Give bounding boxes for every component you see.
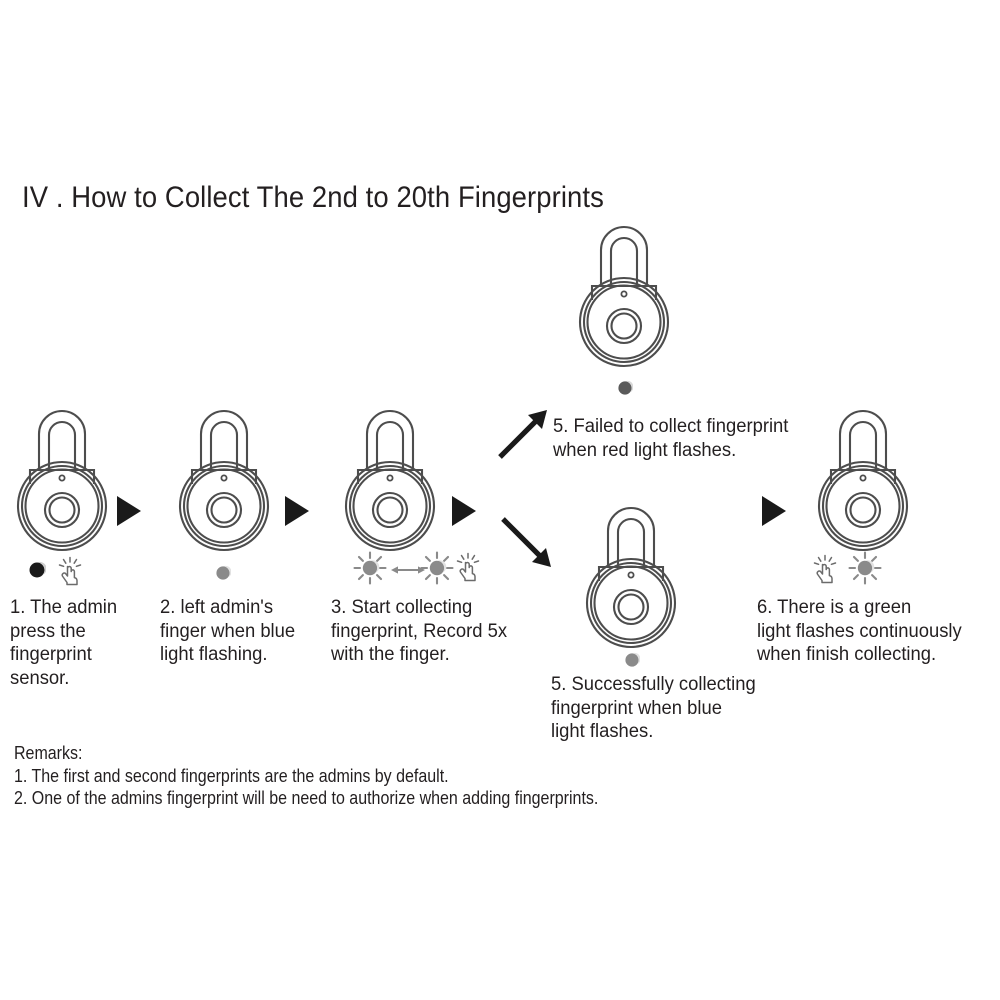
caption-step-6: 6. There is a green light flashes contin… <box>757 597 962 665</box>
led-dark-dot-step-1 <box>28 561 46 579</box>
led-flashing-icon-step-3-b <box>420 551 454 589</box>
double-arrow-icon-step-3 <box>391 562 425 581</box>
lock-illustration-step-5-success <box>573 505 689 655</box>
lock-illustration-step-3 <box>332 408 448 558</box>
hand-tap-icon-step-1 <box>57 556 83 586</box>
arrow-triangle-3 <box>452 496 476 526</box>
lock-illustration-step-2 <box>166 408 282 558</box>
led-flashing-icon-step-3-a <box>353 551 387 589</box>
hand-tap-icon-step-3 <box>455 552 481 582</box>
arrow-triangle-4 <box>762 496 786 526</box>
lock-illustration-step-1 <box>4 408 120 558</box>
page-title: IV . How to Collect The 2nd to 20th Fing… <box>22 181 604 214</box>
caption-step-2: 2. left admin's finger when blue light f… <box>160 597 296 665</box>
lock-illustration-step-6 <box>805 408 921 558</box>
lock-illustration-step-5-failed <box>566 224 682 374</box>
arrow-down-right-branch <box>497 513 559 575</box>
remarks-block: Remarks: 1. The first and second fingerp… <box>14 742 599 809</box>
led-flashing-icon-step-6 <box>848 551 882 589</box>
hand-tap-icon-step-6 <box>812 554 838 584</box>
arrow-up-right-branch <box>495 406 551 462</box>
led-grey-dot-step-5-success <box>624 652 640 668</box>
arrow-triangle-2 <box>285 496 309 526</box>
led-dark-dot-step-5-failed <box>617 380 633 396</box>
caption-step-5-success: 5. Successfully collecting fingerprint w… <box>551 674 756 742</box>
caption-step-1: 1. The admin press the fingerprint senso… <box>10 597 118 689</box>
caption-step-3: 3. Start collecting fingerprint, Record … <box>331 597 508 665</box>
led-grey-dot-step-2 <box>215 565 231 581</box>
arrow-triangle-1 <box>117 496 141 526</box>
caption-step-5-failed: 5. Failed to collect fingerprint when re… <box>553 416 789 461</box>
